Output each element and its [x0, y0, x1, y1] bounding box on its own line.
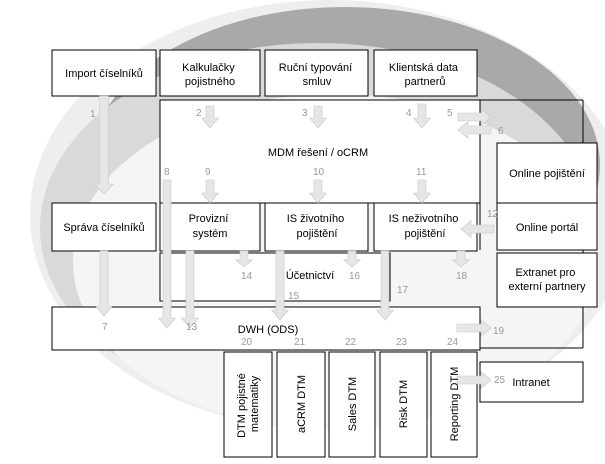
flow-arrow-6 [457, 120, 492, 140]
flow-arrow-17 [375, 250, 395, 321]
flow-number-21: 21 [294, 337, 306, 348]
flow-number-18: 18 [456, 271, 468, 282]
rucni-box [264, 49, 369, 97]
intranet-box [479, 361, 584, 403]
flow-numbers: 1 2 3 4 5 6 7 8 9 10 11 12 13 14 15 16 1… [90, 108, 506, 386]
flow-number-25: 25 [494, 375, 506, 386]
extranet-box [496, 252, 598, 308]
flow-number-4: 4 [406, 108, 412, 119]
flow-arrow-14 [234, 250, 254, 268]
dtm-acrm-label: aCRM DTM [296, 375, 308, 433]
mdm-label: MDM řešení / oCRM [268, 147, 368, 159]
import-box [51, 49, 157, 97]
flow-arrow-3 [308, 105, 328, 129]
provizni-label: Provizní systém [189, 213, 232, 240]
dtm-sales-label: Sales DTM [347, 377, 359, 431]
flow-number-17: 17 [397, 285, 409, 296]
flow-number-15: 15 [288, 291, 300, 302]
flow-arrow-7 [94, 250, 114, 317]
flow-arrow-15 [270, 250, 290, 321]
flow-number-14: 14 [241, 271, 253, 282]
flow-arrow-12 [460, 219, 495, 239]
online-portal-label: Online portál [516, 222, 578, 234]
flow-arrow-25 [456, 370, 492, 390]
flow-arrow-8 [157, 179, 177, 329]
flow-number-22: 22 [345, 337, 357, 348]
dtm-sales-box [328, 351, 376, 458]
flow-number-20: 20 [241, 337, 253, 348]
dwh-label: DWH (ODS) [238, 324, 299, 336]
flow-number-13: 13 [186, 322, 198, 333]
dtm-poj-box [223, 351, 273, 458]
box-labels: Import číselníků Kalkulačky pojistného R… [63, 62, 586, 441]
extranet-label: Extranet pro externí partnery [508, 267, 586, 293]
dwh-box [51, 306, 481, 351]
flow-number-10: 10 [313, 167, 325, 178]
flow-number-8: 8 [164, 167, 170, 178]
flow-arrow-2 [200, 105, 220, 129]
import-label: Import číselníků [65, 68, 143, 80]
flow-number-23: 23 [396, 337, 408, 348]
flow-arrow-16 [342, 250, 362, 268]
flow-number-19: 19 [493, 326, 505, 337]
flow-arrow-1 [93, 95, 115, 195]
klient-label: Klientská data partnerů [389, 62, 461, 88]
is-nezivot-label: IS neživotního pojištění [389, 213, 462, 240]
flow-number-6: 6 [498, 126, 504, 137]
provizni-box [159, 202, 261, 252]
dtm-reporting-label: Reporting DTM [449, 367, 461, 442]
intranet-label: Intranet [512, 377, 549, 389]
flow-arrow-18 [451, 250, 471, 268]
online-portal-box [496, 202, 598, 251]
flow-arrow-9 [200, 179, 220, 204]
flow-number-16: 16 [349, 271, 361, 282]
sprava-label: Správa číselníků [63, 222, 144, 234]
dtm-acrm-box [276, 351, 326, 458]
rucni-label: Ruční typování smluv [279, 62, 355, 88]
flow-number-11: 11 [416, 167, 427, 178]
flow-arrow-19 [456, 318, 492, 338]
flow-number-2: 2 [196, 108, 202, 119]
klient-box [373, 49, 478, 97]
flow-arrows [93, 95, 495, 390]
flow-number-1: 1 [90, 109, 96, 120]
dtm-reporting-box [430, 351, 478, 458]
kalk-box [159, 49, 261, 97]
flow-arrow-11 [412, 179, 432, 204]
flow-number-24: 24 [447, 337, 459, 348]
flow-arrow-4 [412, 103, 432, 129]
is-zivot-label: IS životního pojištění [287, 213, 348, 240]
flow-arrow-5 [457, 107, 492, 127]
flow-arrow-10 [308, 179, 328, 204]
dtm-poj-label: DTM pojistné matematiky [236, 370, 261, 438]
is-nezivot-box [373, 202, 478, 252]
flow-number-12: 12 [487, 209, 499, 220]
sprava-box [51, 202, 157, 252]
flow-number-7: 7 [102, 322, 108, 333]
is-zivot-box [264, 202, 369, 252]
flow-number-9: 9 [205, 167, 211, 178]
online-poj-box [496, 142, 598, 204]
ucetnictvi-label: Účetnictví [286, 269, 334, 282]
online-poj-label: Online pojištění [509, 168, 585, 180]
flow-arrow-13 [180, 250, 200, 329]
dtm-risk-label: Risk DTM [398, 380, 410, 428]
flow-number-3: 3 [302, 108, 308, 119]
dtm-risk-box [379, 351, 428, 458]
kalk-label: Kalkulačky pojistného [182, 62, 238, 88]
flow-number-5: 5 [447, 108, 453, 119]
